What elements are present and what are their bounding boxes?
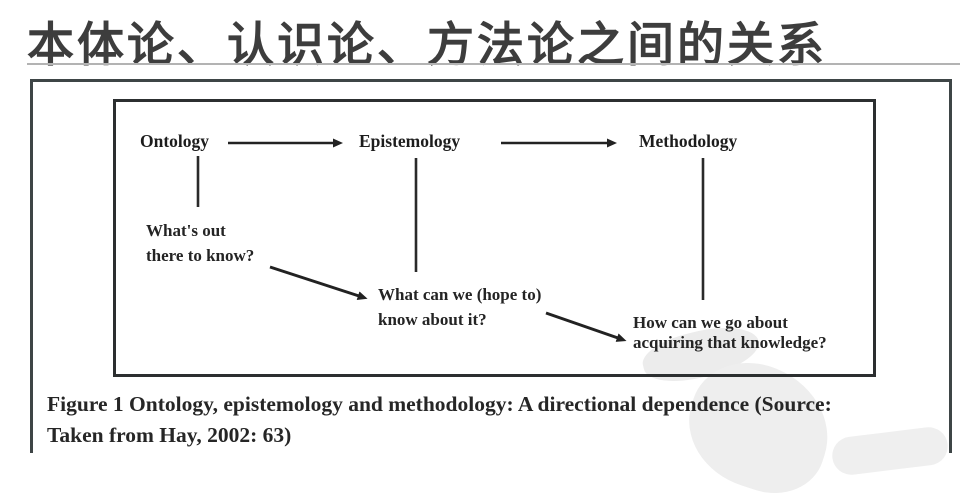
question-epistemology-line2: know about it? — [378, 310, 487, 329]
question-ontology: What's out there to know? — [146, 218, 254, 268]
figure-caption-line1: Figure 1 Ontology, epistemology and meth… — [47, 392, 832, 416]
question-epistemology: What can we (hope to) know about it? — [378, 282, 541, 332]
node-label-ontology: Ontology — [140, 131, 210, 151]
figure-caption: Figure 1 Ontology, epistemology and meth… — [47, 389, 832, 451]
question-epistemology-line1: What can we (hope to) — [378, 285, 542, 304]
page-title: 本体论、认识论、方法论之间的关系 — [27, 18, 827, 71]
question-methodology-line1: How can we go about — [633, 313, 788, 332]
question-methodology: How can we go about acquiring that knowl… — [633, 313, 827, 353]
figure-caption-line2: Taken from Hay, 2002: 63) — [47, 423, 292, 447]
node-label-epistemology: Epistemology — [359, 131, 461, 151]
node-label-methodology: Methodology — [639, 131, 738, 151]
title-underline — [27, 63, 960, 65]
question-methodology-line2: acquiring that knowledge? — [633, 333, 827, 352]
diagram-box — [113, 99, 876, 377]
question-ontology-line1: What's out — [146, 221, 226, 240]
question-ontology-line2: there to know? — [146, 246, 255, 265]
